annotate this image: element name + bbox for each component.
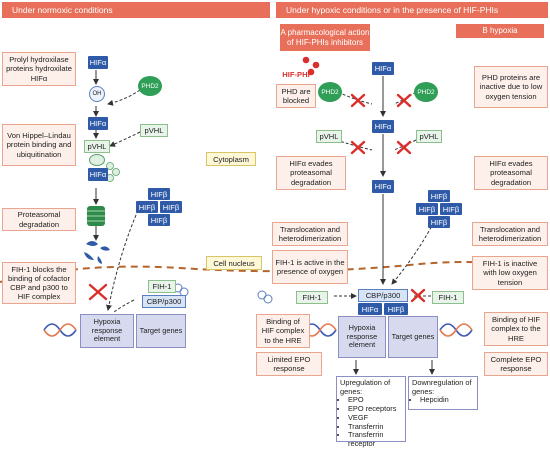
ubiquitin-icon (89, 154, 105, 166)
note-proteasomal: Proteasomal degradation (2, 208, 76, 231)
note-evades-b: HIFα evades proteasomal degradation (474, 156, 548, 190)
hif-phi-molecule-icon (302, 56, 320, 76)
hif-alpha-block-r: HIFα (372, 120, 394, 133)
upregulated-gene: EPO (348, 396, 402, 405)
hif-beta-complex: HIFβ (384, 303, 408, 315)
cbp-p300-left: CBP/p300 (142, 295, 186, 308)
hif-beta-block: HIFβ (148, 188, 170, 200)
pvhl-r-left: pVHL (316, 130, 342, 143)
note-binding-b: Binding of HIF complex to the HRE (484, 312, 548, 346)
pvhl-bound: pVHL (84, 140, 110, 153)
block-x-pvhl-left (350, 140, 366, 155)
label-cell-nucleus: Cell nucleus (206, 256, 262, 270)
phd2-enzyme-b: PHD2 (414, 82, 438, 102)
phd2-enzyme: PHD2 (138, 76, 162, 96)
upregulation-title: Upregulation of genes: (340, 378, 391, 396)
ubiquitin-chain-icon (106, 162, 120, 182)
block-x-fih-right (410, 288, 426, 303)
hif-beta-block: HIFβ (148, 214, 170, 226)
arrow-hifb-dashed (106, 205, 141, 311)
label-cytoplasm: Cytoplasm (206, 152, 256, 166)
hif-alpha-block-r: HIFα (372, 62, 394, 75)
arrow-phd2-dashed (107, 89, 141, 106)
proteasome-icon (87, 206, 105, 226)
hre-left: Hypoxia response element (80, 314, 134, 348)
header-hypoxic: Under hypoxic conditions or in the prese… (276, 2, 548, 18)
note-transloc-b: Translocation and heterodimerization (472, 222, 548, 246)
pvhl-protein: pVHL (140, 124, 168, 137)
label-hif-phi: HIF-PHI (282, 70, 310, 79)
fih1-left: FIH-1 (148, 280, 176, 293)
target-genes-right: Target genes (388, 316, 438, 358)
cbp-p300-right: CBP/p300 (358, 289, 408, 302)
upregulated-gene: VEGF (348, 413, 402, 423)
header-normoxic: Under normoxic conditions (2, 2, 270, 18)
target-genes-left: Target genes (136, 314, 186, 348)
degraded-fragments-icon (84, 241, 110, 264)
upregulated-gene: Transferrin receptor (348, 430, 402, 448)
hif-alpha-block: HIFα (88, 168, 108, 181)
arrow-pvhl-dashed (109, 131, 141, 147)
fih1-r-left: FIH-1 (296, 291, 328, 304)
hif-alpha-block-r: HIFα (372, 180, 394, 193)
hif-beta-block: HIFβ (160, 201, 182, 213)
note-vhl: Von Hippel–Lindau protein binding and ub… (2, 124, 76, 166)
subheader-b: B hypoxia (456, 24, 544, 38)
downregulation-title: Downregulation of genes: (412, 378, 472, 396)
block-x-phd-right (396, 93, 412, 108)
upregulation-list: EPO EPO receptors VEGF Transferrin Trans… (340, 396, 402, 448)
block-x-pvhl-right (396, 140, 412, 155)
note-phd-inactive: PHD proteins are inactive due to low oxy… (474, 66, 548, 108)
hif-beta-block: HIFβ (136, 201, 158, 213)
note-fih-active: FIH-1 is active in the presence of oxyge… (272, 250, 348, 284)
note-prolyl: Prolyl hydroxilase proteins hydroxilate … (2, 52, 76, 86)
fih1-r-right: FIH-1 (432, 291, 464, 304)
upregulated-gene: Transferrin (348, 422, 402, 432)
arrow-cbp-dashed (113, 299, 135, 313)
pvhl-r-right: pVHL (416, 130, 442, 143)
note-binding-a: Binding of HIF complex to the HRE (256, 314, 310, 348)
phd2-enzyme-a: PHD2 (318, 82, 342, 102)
subheader-a: A pharmacological action of HIF-PHIs inh… (280, 24, 370, 51)
block-x-phd-left (350, 93, 366, 108)
hif-beta-block-r: HIFβ (440, 203, 462, 215)
hif-beta-block-r: HIFβ (428, 216, 450, 228)
note-fih-inactive: FIH-1 is inactive with low oxygen tensio… (472, 256, 548, 290)
note-complete-epo: Complete EPO response (484, 352, 548, 376)
note-phd-blocked: PHD are blocked (276, 84, 316, 108)
hif-beta-block-r: HIFβ (416, 203, 438, 215)
upregulation-box: Upregulation of genes: EPO EPO receptors… (336, 376, 406, 448)
hif-alpha-block: HIFα (88, 56, 108, 69)
note-limited-epo: Limited EPO response (256, 352, 322, 376)
hif-alpha-block: HIFα (88, 117, 108, 130)
hre-right: Hypoxia response element (338, 316, 386, 358)
note-fih-blocks: FIH-1 blocks the binding of cofactor CBP… (2, 262, 76, 304)
downregulated-gene: Hepcidin (420, 396, 474, 405)
downregulation-box: Downregulation of genes: Hepcidin (408, 376, 478, 410)
note-transloc-a: Translocation and heterodimerization (272, 222, 348, 246)
block-x-left (88, 283, 108, 301)
nuclear-membrane (0, 261, 550, 283)
hif-alpha-complex: HIFα (358, 303, 382, 315)
hif-beta-block-r: HIFβ (428, 190, 450, 202)
hydroxyl-oh-icon: OH (89, 86, 105, 102)
upregulated-gene: EPO receptors (348, 404, 402, 414)
note-evades-a: HIFα evades proteasomal degradation (276, 156, 346, 190)
downregulation-list: Hepcidin (412, 396, 474, 405)
oxygen-icon-right (257, 290, 273, 304)
